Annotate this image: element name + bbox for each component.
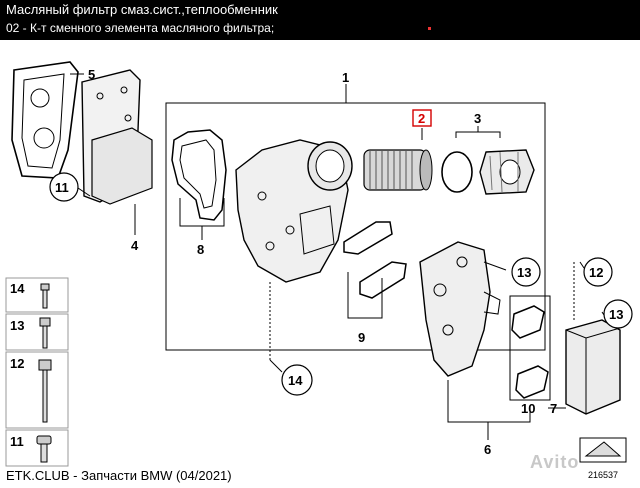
callout-13b-circle (603, 299, 633, 329)
callout-8[interactable]: 8 (197, 242, 204, 257)
leader-14b (269, 359, 283, 373)
footer-source: ETK.CLUB - Запчасти BMW (04/2021) (6, 468, 232, 483)
callout-14[interactable]: 14 (288, 373, 303, 388)
callout-12-circle (583, 257, 613, 287)
bracket-9 (347, 272, 383, 319)
legend-label-12: 12 (10, 356, 24, 371)
bracket-6 (447, 380, 531, 423)
bracket-10 (509, 295, 551, 401)
callout-6[interactable]: 6 (484, 442, 491, 457)
callout-3[interactable]: 3 (474, 111, 481, 126)
callout-10[interactable]: 10 (521, 401, 535, 416)
watermark-logo: Avito (530, 452, 580, 472)
gasket-part-5[interactable] (11, 61, 79, 179)
legend-label-13: 13 (10, 318, 24, 333)
plug-11-icon (36, 435, 52, 463)
bolt-14-icon (40, 283, 50, 309)
callout-4[interactable]: 4 (131, 238, 139, 253)
gasket-part-8[interactable] (171, 129, 227, 221)
bolt-12-icon (38, 359, 52, 423)
legend-label-14: 14 (10, 281, 25, 296)
red-marker (428, 27, 431, 30)
header-bar: Масляный фильтр смаз.сист.,теплообменник… (0, 0, 640, 40)
o-ring[interactable] (441, 151, 473, 193)
leader-12b (579, 261, 585, 269)
cooler-housing-part-6[interactable] (419, 241, 501, 377)
page-title: Масляный фильтр смаз.сист.,теплообменник (6, 2, 278, 17)
filter-cap-part-3[interactable] (479, 149, 535, 195)
leader-13a (483, 261, 507, 271)
callout-9[interactable]: 9 (358, 330, 365, 345)
gasket-part-9[interactable] (343, 221, 407, 299)
parts-diagram: 1 2 3 4 5 6 7 8 9 10 11 12 13 13 14 14 1… (5, 61, 633, 467)
diagram-number: 216537 (588, 470, 619, 480)
legend-panel (5, 277, 69, 467)
callout-7[interactable]: 7 (550, 401, 557, 416)
filter-housing[interactable] (235, 139, 353, 283)
callout-13b[interactable]: 13 (609, 307, 623, 322)
heat-exchanger-part-7[interactable] (565, 319, 621, 415)
filter-element-part-2[interactable] (363, 149, 433, 191)
callout-13a-circle (511, 257, 541, 287)
callout-2[interactable]: 2 (418, 111, 425, 126)
page-subtitle: 02 - К-т сменного элемента масляного фил… (6, 21, 275, 35)
diagram-thumb-icon (584, 441, 622, 457)
callout-5[interactable]: 5 (88, 67, 95, 82)
bracket-3 (455, 131, 501, 138)
callout-1[interactable]: 1 (342, 70, 349, 85)
highlight-box-2 (412, 109, 432, 127)
callout-14-circle (281, 364, 313, 396)
bolt-13-icon (39, 317, 51, 349)
assembly-frame-1 (165, 102, 546, 351)
callout-12[interactable]: 12 (589, 265, 603, 280)
callout-11-circle (49, 172, 79, 202)
legend-label-11: 11 (10, 434, 24, 449)
callout-11[interactable]: 11 (55, 180, 69, 195)
diagram-id-box (579, 437, 627, 463)
gasket-part-10[interactable] (511, 305, 549, 399)
leader-11a (77, 187, 91, 197)
cover-part-4[interactable] (81, 69, 153, 205)
callout-13a[interactable]: 13 (517, 265, 531, 280)
